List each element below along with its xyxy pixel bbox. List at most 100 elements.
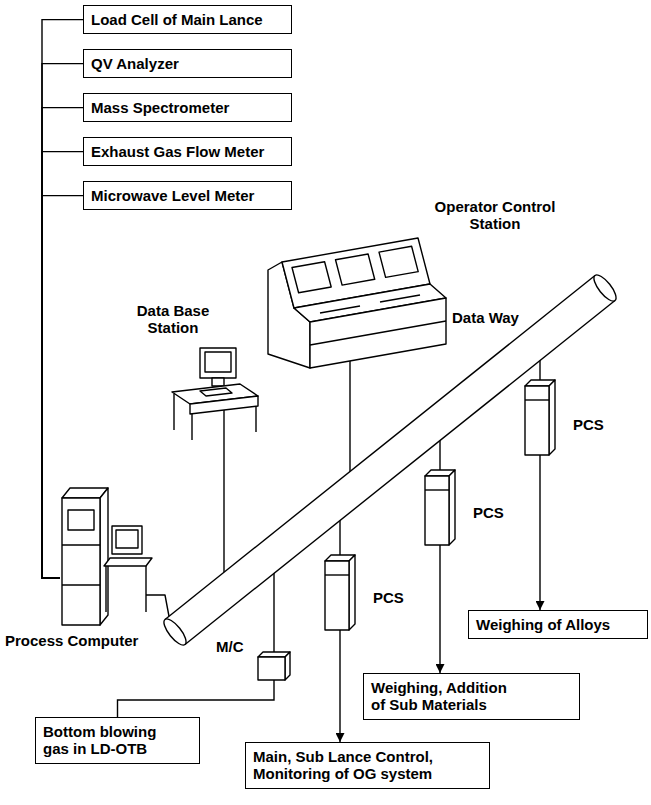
signal-line — [42, 196, 83, 578]
process-box: Weighing, Addition of Sub Materials — [363, 673, 580, 720]
signal-line — [42, 152, 83, 578]
console-side — [268, 262, 310, 368]
cable — [539, 358, 540, 381]
cable — [349, 361, 350, 474]
box-label: Main, Sub Lance Control, Monitoring of O… — [253, 748, 453, 783]
box-label: Load Cell of Main Lance — [91, 11, 284, 28]
sensor-box: Mass Spectrometer — [83, 93, 292, 122]
desk-leg — [173, 394, 174, 430]
pcs-cabinet — [425, 470, 455, 545]
tube-cap — [590, 272, 619, 304]
process-computer: Process Computer — [60, 485, 152, 626]
desk-top — [104, 558, 152, 566]
operator-console — [268, 238, 446, 368]
control-arrow — [339, 630, 340, 742]
console-panel — [282, 238, 430, 308]
cabinet-side — [449, 470, 455, 545]
sensor-box: QV Analyzer — [83, 49, 292, 78]
cable — [339, 518, 340, 556]
sensor-box: Load Cell of Main Lance — [83, 5, 292, 34]
cabinet-line — [325, 574, 349, 575]
pcs-cabinet: PCS — [325, 555, 355, 630]
figure-label: M/C — [216, 638, 244, 655]
mc-box — [258, 652, 290, 680]
cabinet-front — [325, 561, 349, 630]
cabinet-line — [425, 489, 449, 490]
process-box: Main, Sub Lance Control, Monitoring of O… — [245, 742, 490, 789]
cabinet-line — [62, 544, 100, 545]
cabinet-panel — [68, 510, 94, 530]
tube-edge — [185, 301, 615, 645]
box-label: Weighing of Alloys — [476, 616, 640, 633]
box-label: Exhaust Gas Flow Meter — [91, 143, 284, 160]
tube-body — [165, 276, 615, 645]
label-holder: PCS — [573, 416, 604, 433]
database-station — [172, 348, 258, 440]
cabinet-front — [525, 386, 549, 455]
cabinet-front — [62, 498, 100, 625]
cabinet-side — [549, 380, 555, 455]
label-holder: Operator Control Station — [425, 198, 565, 233]
box-top — [258, 652, 290, 657]
screen — [116, 530, 138, 548]
cable — [273, 570, 274, 653]
data-way-cables — [146, 358, 540, 653]
cabinet-line — [62, 584, 100, 585]
cabinet-top — [525, 380, 555, 386]
desk-leg — [191, 414, 192, 440]
desk-leg — [145, 566, 146, 612]
cabinet-top — [62, 488, 108, 498]
bus-label-text: Data Way — [452, 309, 519, 326]
signal-line — [42, 108, 83, 578]
label-holder: Process Computer — [5, 632, 138, 649]
console-keyboard — [380, 295, 420, 302]
cabinet-side — [100, 488, 108, 625]
console-screen — [292, 262, 331, 293]
signal-line — [118, 680, 275, 717]
operator-station: Operator Control Station — [265, 232, 447, 370]
cabinet-top — [425, 470, 455, 476]
console-screen — [379, 246, 418, 277]
cabinet-side — [349, 555, 355, 630]
console-keyboard — [320, 306, 360, 313]
signal-line — [42, 64, 83, 578]
pcs-cabinet — [325, 555, 355, 630]
monitor-stand — [212, 378, 224, 386]
screen — [205, 352, 231, 372]
tube-cap — [160, 616, 189, 648]
desk-top — [172, 384, 258, 404]
desk-leg — [105, 566, 106, 612]
pcs-cabinet — [525, 380, 555, 455]
figure-label: PCS — [573, 416, 604, 433]
figure-label: PCS — [373, 589, 404, 606]
pcs-cabinet: PCS — [425, 470, 455, 545]
monitor — [112, 526, 142, 554]
data-way-tube — [160, 272, 619, 648]
box-label: Microwave Level Meter — [91, 187, 284, 204]
box-label: Mass Spectrometer — [91, 99, 284, 116]
box-side — [285, 652, 290, 680]
keyboard — [200, 388, 232, 396]
sensor-box: Exhaust Gas Flow Meter — [83, 137, 292, 166]
box-front — [258, 657, 285, 680]
mc-box: M/C — [258, 652, 290, 680]
label-holder: M/C — [216, 638, 244, 655]
cable — [223, 410, 224, 575]
desk-leg — [255, 406, 256, 432]
console-desk — [294, 284, 446, 322]
pcs-cabinet: PCS — [525, 380, 555, 455]
database-station: Data Base Station — [170, 345, 260, 441]
cabinet-top — [325, 555, 355, 561]
box-label: QV Analyzer — [91, 55, 284, 72]
label-holder: PCS — [373, 589, 404, 606]
cabinet-front — [425, 476, 449, 545]
tube-edge — [165, 276, 595, 620]
process-box: Bottom blowing gas in LD-OTB — [35, 717, 200, 764]
label-holder: PCS — [473, 504, 504, 521]
console-screen — [336, 254, 375, 285]
cabinet-line — [525, 399, 549, 400]
control-arrow — [539, 455, 540, 610]
monitor — [200, 348, 236, 378]
cable — [146, 595, 171, 627]
